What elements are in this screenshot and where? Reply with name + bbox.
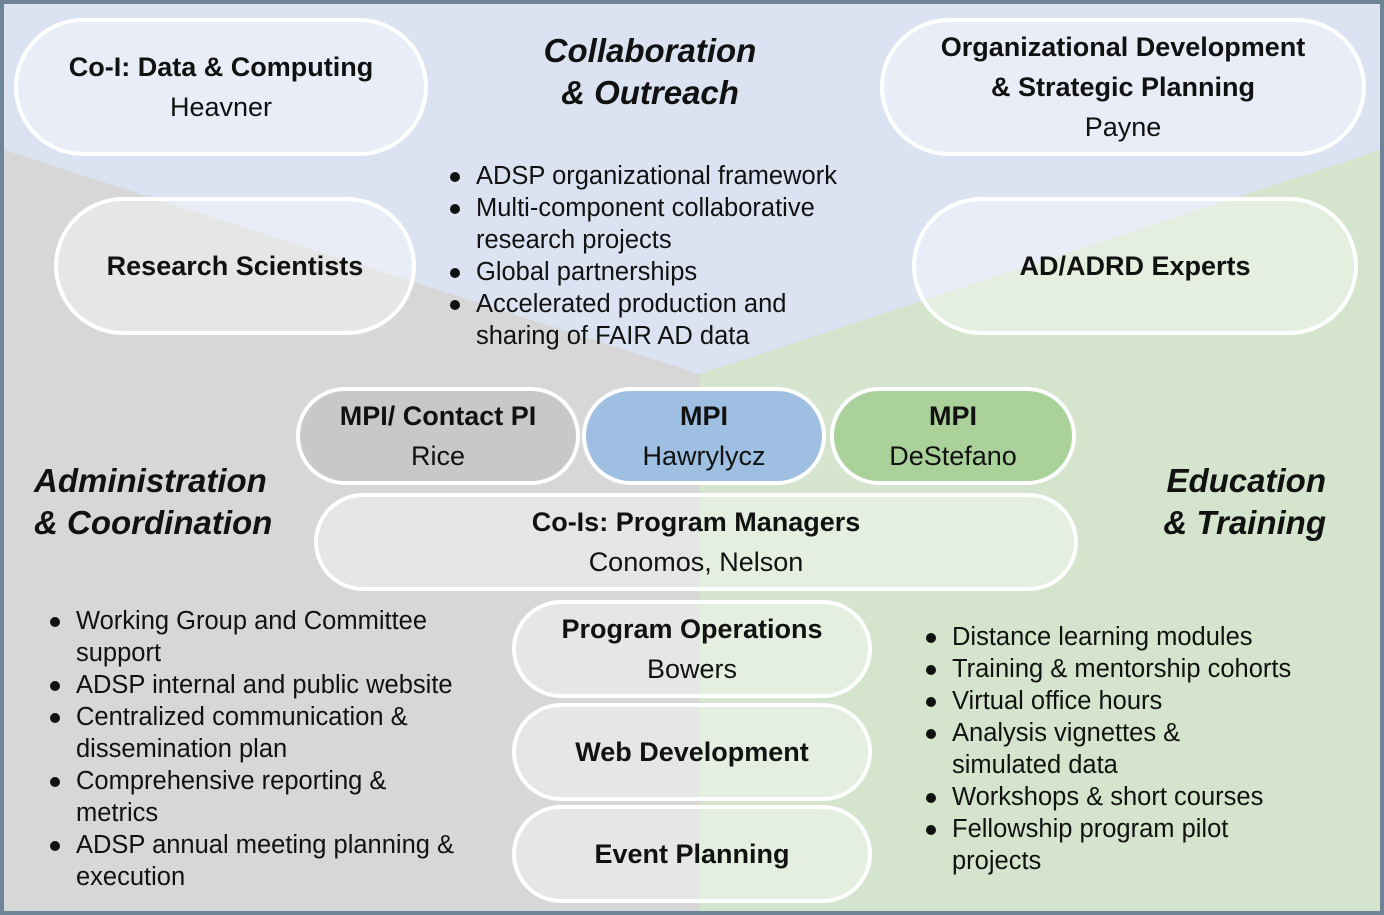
mpi-rice-pill: MPI/ Contact PI Rice [296,387,580,485]
list-item: Distance learning modules [924,621,1344,653]
mpi-hawrylycz-pill: MPI Hawrylycz [582,387,826,485]
program-managers-pill: Co-Is: Program Managers Conomos, Nelson [314,493,1078,591]
list-item: Comprehensive reporting &metrics [48,765,488,829]
diagram-frame: Collaboration & Outreach Administration … [4,4,1380,911]
list-item: Workshops & short courses [924,781,1344,813]
list-item: Analysis vignettes &simulated data [924,717,1344,781]
collaboration-title: Collaboration & Outreach [543,32,757,111]
administration-title: Administration & Coordination [34,462,273,541]
list-item: ADSP organizational framework [448,160,868,192]
mpi-destefano-pill: MPI DeStefano [830,387,1076,485]
education-list: Distance learning modules Training & men… [924,621,1344,877]
research-scientists-pill: Research Scientists [54,197,416,335]
list-item: Training & mentorship cohorts [924,653,1344,685]
collaboration-list: ADSP organizational framework Multi-comp… [448,160,868,352]
list-item: ADSP internal and public website [48,669,488,701]
list-item: Global partnerships [448,256,868,288]
list-item: Centralized communication &dissemination… [48,701,488,765]
org-development-pill: Organizational Development & Strategic P… [880,18,1366,156]
collaboration-region [4,4,1380,374]
data-computing-pill: Co-I: Data & Computing Heavner [14,18,428,156]
web-development-pill: Web Development [512,703,872,801]
education-title: Education & Training [1163,462,1326,541]
event-planning-pill: Event Planning [512,805,872,903]
adrd-experts-pill: AD/ADRD Experts [912,197,1358,335]
list-item: Virtual office hours [924,685,1344,717]
program-operations-pill: Program Operations Bowers [512,600,872,698]
list-item: ADSP annual meeting planning &execution [48,829,488,893]
